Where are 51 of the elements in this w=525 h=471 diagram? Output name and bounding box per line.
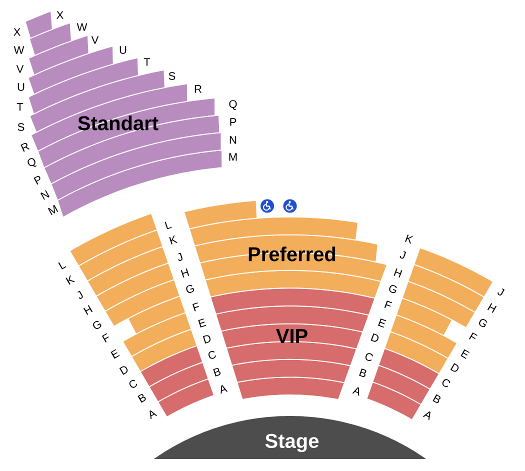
row-label: J xyxy=(78,290,83,299)
row-label: B xyxy=(359,368,366,377)
row-label: B xyxy=(432,394,441,403)
row-label: K xyxy=(66,275,75,285)
seating-section xyxy=(366,348,440,420)
row-label: J xyxy=(178,252,182,261)
row-label: N xyxy=(40,190,50,200)
row-label: H xyxy=(487,303,497,313)
row-label: M xyxy=(48,204,58,216)
row-label: E xyxy=(460,349,470,359)
row-label: H xyxy=(394,268,402,278)
row-label: H xyxy=(83,305,93,315)
row-label: G xyxy=(479,318,487,328)
row-label: Q xyxy=(28,158,37,167)
row-label: S xyxy=(168,72,176,80)
row-label: B xyxy=(138,394,146,403)
row-label: G xyxy=(389,285,397,294)
row-label: D xyxy=(119,366,128,375)
row-label: G xyxy=(93,320,102,329)
row-label: K xyxy=(169,235,178,244)
row-label: C xyxy=(442,379,450,388)
row-label: A xyxy=(352,387,360,396)
row-label: V xyxy=(91,36,99,44)
row-label: W xyxy=(76,23,88,31)
row-label: C xyxy=(365,353,373,362)
row-label: D xyxy=(450,363,459,372)
row-label: X xyxy=(56,11,64,19)
row-label: K xyxy=(405,234,414,244)
row-label: F xyxy=(102,333,109,343)
row-label: H xyxy=(180,268,190,278)
row-label: E xyxy=(110,349,120,359)
row-label: L xyxy=(164,222,172,230)
row-label: U xyxy=(120,46,126,54)
stage: Stage xyxy=(154,416,426,459)
row-label: E xyxy=(378,318,386,328)
row-label: F xyxy=(384,300,392,308)
row-label: T xyxy=(144,58,150,66)
seating-section xyxy=(140,345,215,418)
row-label: A xyxy=(220,385,228,394)
row-label: R xyxy=(194,85,202,93)
row-label: P xyxy=(34,176,40,185)
row-label: D xyxy=(202,335,211,344)
row-label: F xyxy=(468,332,478,340)
row-label: B xyxy=(213,368,221,376)
row-label: J xyxy=(400,251,406,259)
row-label: C xyxy=(129,380,138,388)
row-label: C xyxy=(208,350,216,359)
node-label: VIP xyxy=(276,329,308,343)
row-label: F xyxy=(192,302,199,312)
row-label: E xyxy=(198,318,206,328)
row-label: G xyxy=(186,284,194,293)
